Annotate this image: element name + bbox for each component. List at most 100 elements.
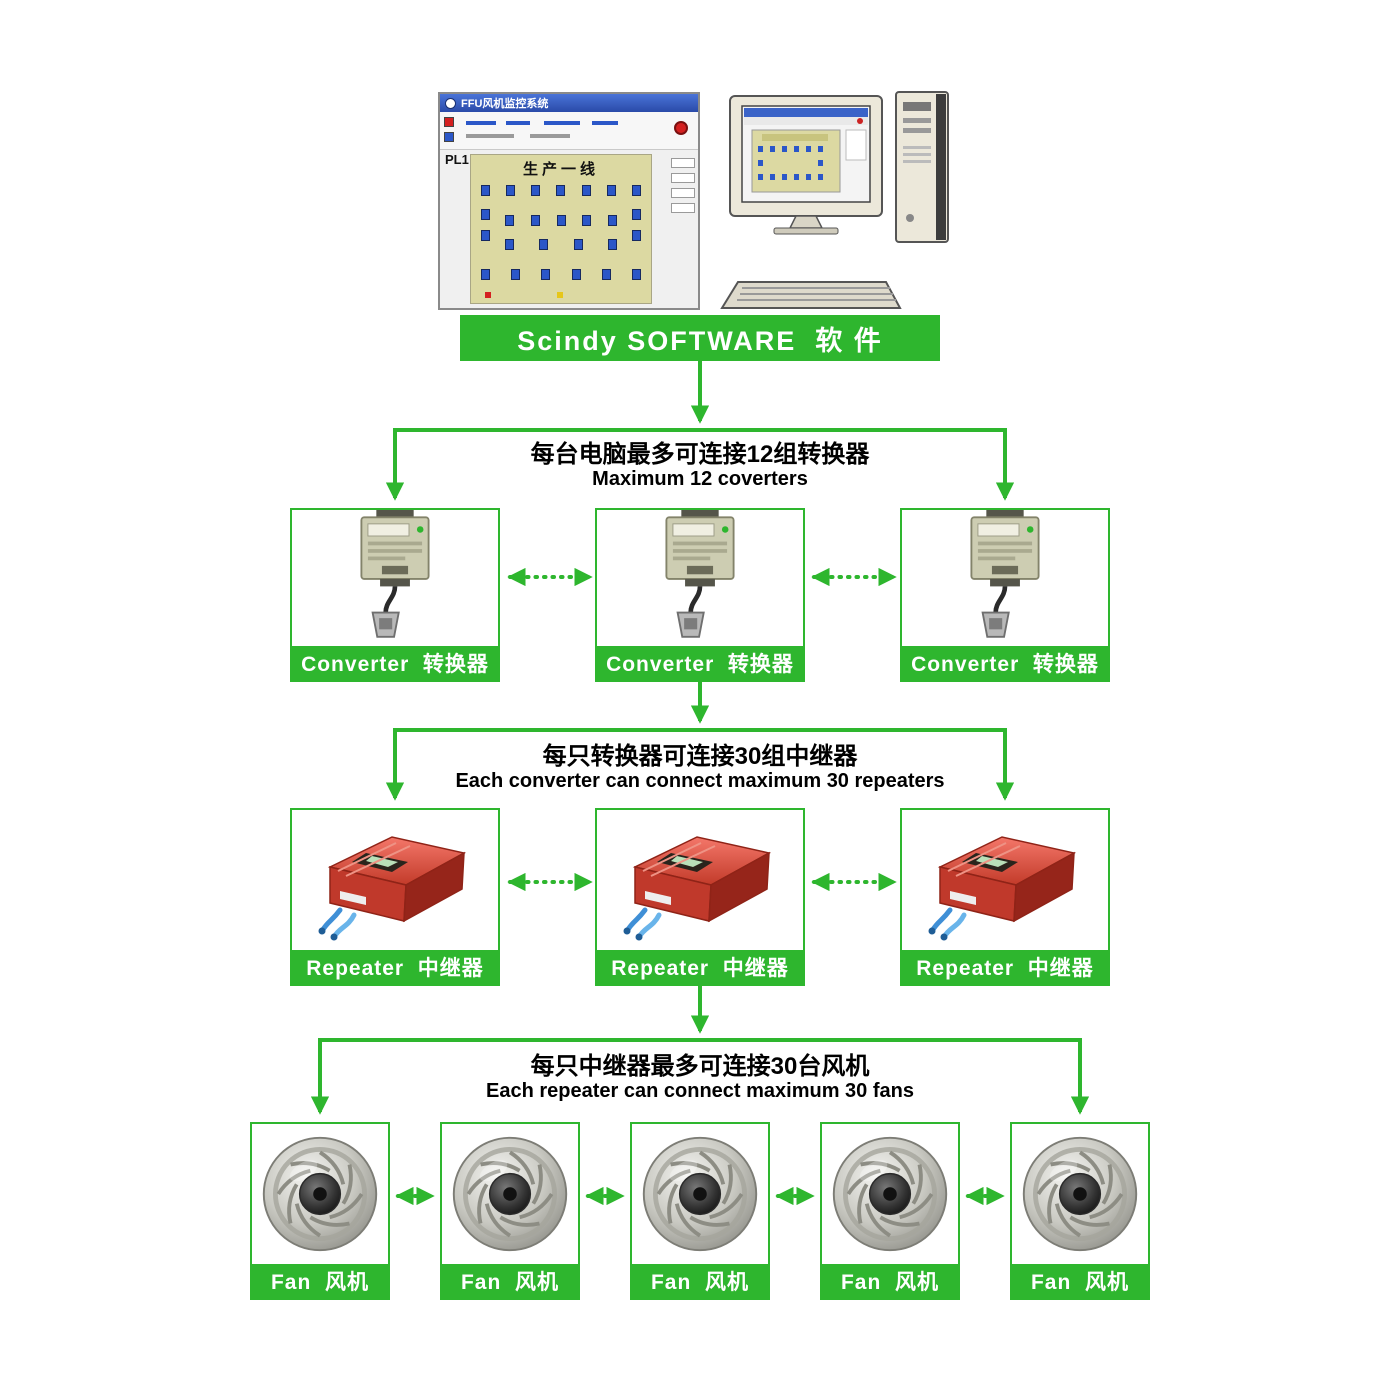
fan-node-4: Fan 风机 [820, 1122, 960, 1300]
ffu-row [481, 269, 641, 280]
converter-label: Converter 转换器 [292, 646, 498, 680]
software-banner-label: Scindy SOFTWARE 软 件 [517, 325, 883, 356]
computer-tower [895, 91, 949, 243]
screenshot-titlebar: FFU风机监控系统 [440, 94, 698, 112]
fan-node-5: Fan 风机 [1010, 1122, 1150, 1300]
repeater-device-icon [902, 810, 1108, 950]
tool-icon-blue [444, 132, 454, 142]
converters-note-zh: 每台电脑最多可连接12组转换器 [530, 441, 870, 468]
toolbar-field [506, 121, 530, 125]
fan-node-1: Fan 风机 [250, 1122, 390, 1300]
ffu-dot [556, 215, 566, 226]
fan-device-icon [1012, 1124, 1148, 1264]
ffu-dot [505, 215, 514, 226]
fan-label: Fan 风机 [442, 1264, 578, 1298]
side-button [671, 188, 695, 198]
repeater-device-icon [292, 810, 498, 950]
converter-node-3: Converter 转换器 [900, 508, 1110, 682]
converter-label: Converter 转换器 [597, 646, 803, 680]
ffu-dot [481, 230, 490, 241]
ffu-dot [530, 215, 540, 226]
screenshot-toolbar [440, 112, 698, 150]
converter-node-1: Converter 转换器 [290, 508, 500, 682]
repeater-label: Repeater 中继器 [597, 950, 803, 984]
fans-note-en: Each repeater can connect maximum 30 fan… [486, 1080, 914, 1102]
fan-label: Fan 风机 [252, 1264, 388, 1298]
ffu-dot [581, 185, 591, 196]
ffu-dot [582, 215, 592, 226]
ffu-dot [573, 239, 583, 250]
fan-label: Fan 风机 [822, 1264, 958, 1298]
production-line-label: 生产一线 [522, 161, 599, 178]
ffu-dot [632, 209, 641, 220]
ffu-dot [631, 185, 641, 196]
ffu-dot [607, 239, 617, 250]
keyboard [720, 281, 902, 309]
fan-device-icon [442, 1124, 578, 1264]
repeaters-note-en: Each converter can connect maximum 30 re… [455, 770, 945, 792]
repeater-device-icon [597, 810, 803, 950]
fans-note-zh: 每只中继器最多可连接30台风机 [530, 1053, 870, 1080]
ffu-dot [505, 239, 514, 250]
ffu-dot [539, 239, 549, 250]
ffu-row [481, 185, 641, 196]
toolbar-field [466, 134, 514, 138]
monitor-stand [788, 215, 824, 229]
side-button-column [671, 158, 695, 213]
ffu-dot [481, 269, 490, 280]
repeater-node-2: Repeater 中继器 [595, 808, 805, 986]
status-speck-red [485, 292, 491, 298]
converter-label: Converter 转换器 [902, 646, 1108, 680]
ffu-dot [506, 185, 516, 196]
toolbar-field [544, 121, 580, 125]
side-button [671, 173, 695, 183]
repeater-node-3: Repeater 中继器 [900, 808, 1110, 986]
ffu-dot [631, 269, 641, 280]
converters-note-en: Maximum 12 coverters [592, 468, 808, 490]
software-banner: Scindy SOFTWARE 软 件 [460, 315, 940, 361]
ffu-row [505, 239, 617, 250]
fan-device-icon [252, 1124, 388, 1264]
repeater-label: Repeater 中继器 [902, 950, 1108, 984]
tool-icon-red [444, 117, 454, 127]
side-button [671, 158, 695, 168]
converter-device-icon [597, 510, 803, 646]
fan-label: Fan 风机 [632, 1264, 768, 1298]
toolbar-field [530, 134, 570, 138]
status-speck-yellow [557, 292, 563, 298]
toolbar-field [592, 121, 618, 125]
station-label: PL1 [445, 152, 469, 167]
computer-illustration [720, 91, 949, 309]
ffu-dot [608, 215, 617, 226]
alarm-button-icon [674, 121, 688, 135]
side-button [671, 203, 695, 213]
ffu-dot [601, 269, 611, 280]
ffu-dot [541, 269, 551, 280]
repeater-node-1: Repeater 中继器 [290, 808, 500, 986]
ffu-dot [556, 185, 566, 196]
ffu-dot [632, 230, 641, 241]
screenshot-title: FFU风机监控系统 [461, 98, 549, 110]
ffu-dot [571, 269, 581, 280]
ffu-layout-panel: 生产一线 [470, 154, 652, 304]
fan-device-icon [632, 1124, 768, 1264]
converter-node-2: Converter 转换器 [595, 508, 805, 682]
fan-node-2: Fan 风机 [440, 1122, 580, 1300]
ffu-dot [481, 185, 490, 196]
app-logo-icon [445, 97, 456, 109]
ffu-dot [606, 185, 616, 196]
ffu-column [632, 209, 641, 241]
fan-node-3: Fan 风机 [630, 1122, 770, 1300]
software-screenshot-window: FFU风机监控系统 PL1 生产一线 [438, 92, 700, 310]
fan-device-icon [822, 1124, 958, 1264]
converter-device-icon [292, 510, 498, 646]
toolbar-field [466, 121, 496, 125]
ffu-column [481, 209, 490, 241]
ffu-dot [511, 269, 521, 280]
repeater-label: Repeater 中继器 [292, 950, 498, 984]
converter-device-icon [902, 510, 1108, 646]
ffu-dot [481, 209, 490, 220]
ffu-row [505, 215, 617, 226]
